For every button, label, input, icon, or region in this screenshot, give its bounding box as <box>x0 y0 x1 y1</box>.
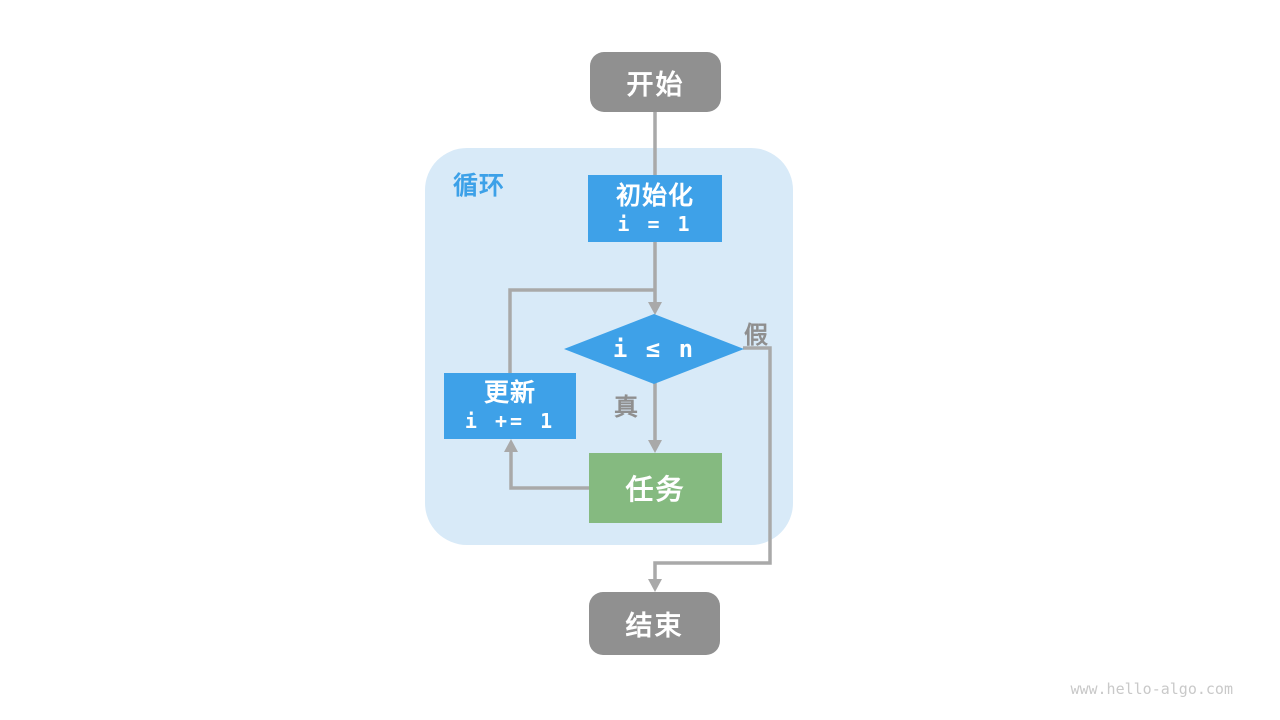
node-update-code: i += 1 <box>464 409 556 433</box>
node-task-label: 任务 <box>625 474 686 505</box>
edge-update-loopback <box>508 288 655 373</box>
edge-label-false: 假 <box>744 322 768 349</box>
node-start: 开始 <box>590 52 721 112</box>
edge-label-true: 真 <box>614 394 638 421</box>
node-end-label: 结束 <box>625 611 684 641</box>
node-update: 更新 i += 1 <box>444 373 576 439</box>
node-initialize-title: 初始化 <box>615 181 694 210</box>
node-condition-code: i ≤ n <box>612 335 696 363</box>
watermark-text: www.hello-algo.com <box>1070 680 1233 698</box>
node-task: 任务 <box>589 453 722 523</box>
node-end: 结束 <box>589 592 720 655</box>
arrowhead-into-update <box>504 439 518 452</box>
edge-task-to-update <box>509 452 589 490</box>
node-start-label: 开始 <box>626 69 685 100</box>
node-initialize-code: i = 1 <box>617 211 693 236</box>
loop-label: 循环 <box>453 172 506 200</box>
arrowhead-into-task <box>648 440 662 453</box>
node-initialize: 初始化 i = 1 <box>588 175 722 242</box>
node-update-title: 更新 <box>483 379 536 407</box>
arrowhead-into-condition <box>648 302 662 315</box>
edge-false-to-end <box>653 346 772 579</box>
arrowhead-into-end <box>648 579 662 592</box>
